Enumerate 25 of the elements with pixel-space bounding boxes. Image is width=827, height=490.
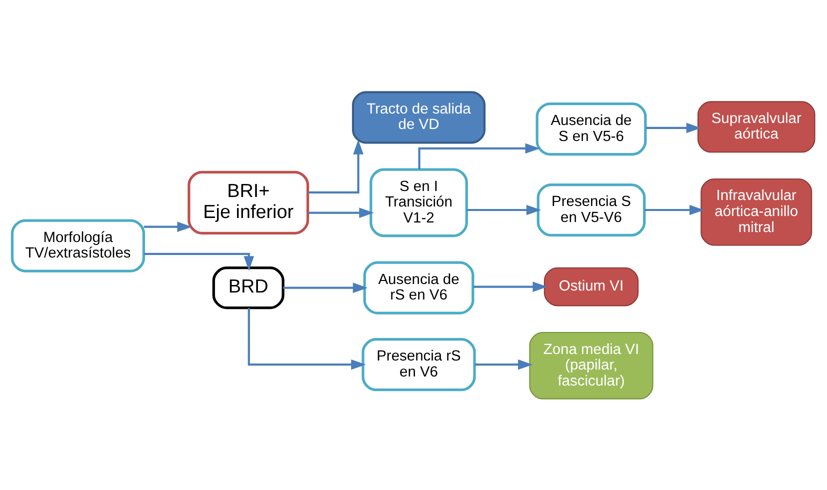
node-box: S en I Transición V1-2: [370, 168, 468, 237]
arrow: [644, 204, 704, 215]
arrow: [308, 207, 374, 218]
node-box: Ausencia de rS en V6: [363, 260, 474, 314]
node-box: Presencia rS en V6: [362, 338, 476, 391]
node-box: Tracto de salida de VD: [352, 90, 486, 144]
node-box: Ausencia de S en V5-6: [536, 102, 647, 156]
arrow: [646, 122, 702, 133]
node-box: Infravalvular aórtica-anillo mitral: [700, 178, 812, 246]
node-box: Presencia S en V5-V6: [536, 182, 646, 236]
arrow: [308, 139, 364, 194]
node-box: Supravalvular aórtica: [697, 100, 816, 152]
arrow: [418, 142, 540, 169]
node-box: BRD: [212, 266, 284, 309]
node-box: Zona media VI (papilar, fascicular): [529, 332, 654, 399]
arrow: [474, 358, 533, 370]
arrow: [144, 221, 192, 232]
node-box: Morfología TV/extrasístoles: [10, 218, 146, 272]
arrow: [283, 282, 368, 292]
arrow: [466, 204, 542, 215]
node-box: Ostium VI: [544, 266, 639, 306]
arrow: [473, 281, 548, 292]
arrow: [144, 252, 254, 270]
node-box: BRI+ Eje inferior: [188, 170, 310, 234]
arrow: [248, 308, 366, 370]
